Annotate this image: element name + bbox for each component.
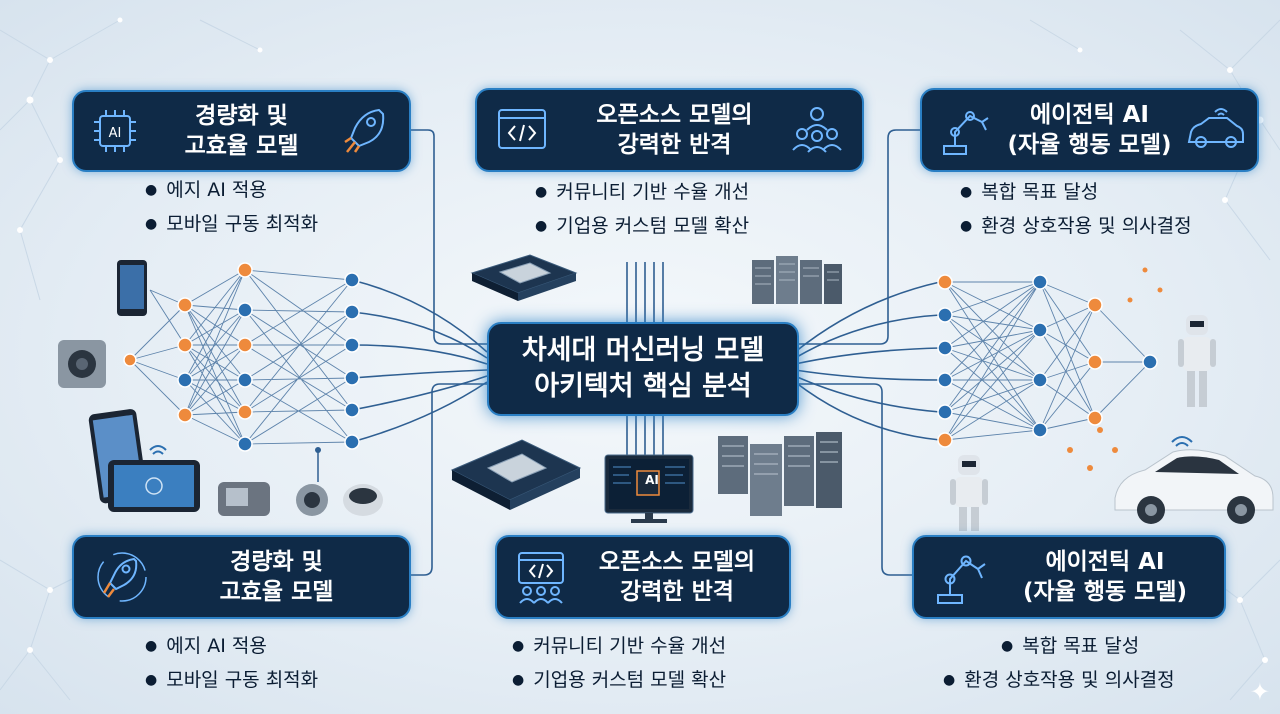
rocket-icon: [344, 108, 385, 153]
card-title-line2: 고효율 모델: [219, 579, 334, 605]
card-open-source-bottom: 오픈소스 모델의 강력한 반격: [495, 535, 791, 619]
connector-lines: [351, 129, 941, 576]
card-title: 경량화 및 고효율 모델: [144, 101, 339, 161]
card-title-line2: 강력한 반격: [620, 579, 734, 605]
card-lightweight-model-bottom: 경량화 및 고효율 모델: [72, 535, 411, 619]
ai-chip-icon: AI: [94, 110, 136, 152]
processor-chip-top: [470, 254, 578, 301]
card-open-source-top: 오픈소스 모델의 강력한 반격: [475, 88, 864, 172]
bullet-item: ●에지 AI 적용: [145, 179, 267, 201]
card-title-line1: 경량화 및: [195, 103, 288, 129]
wifi-signal-left: [149, 445, 167, 455]
wearable-devices: [218, 447, 383, 516]
center-title-line2: 아키텍처 핵심 분석: [534, 371, 752, 402]
card-title-line2: 고효율 모델: [184, 133, 299, 159]
card-title-line1: 에이전틱 AI: [1029, 102, 1149, 128]
code-community-icon: [518, 552, 564, 604]
smartphone-device: [117, 260, 147, 316]
bullets-agentic-top: ●복합 목표 달성 ●환경 상호작용 및 의사결정: [960, 176, 1192, 244]
left-network-nodes: [123, 262, 360, 452]
ai-monitor: [604, 454, 694, 523]
processor-chip-bottom: [450, 439, 582, 510]
bullet-item: ●커뮤니티 기반 수율 개선: [535, 181, 750, 203]
tablet-phone-devices: [88, 409, 200, 512]
right-network-nodes: [937, 274, 1158, 448]
card-agentic-ai-bottom: 에이전틱 AI (자율 행동 모델): [912, 535, 1226, 619]
card-title: 에이전틱 AI (자율 행동 모델): [1000, 547, 1210, 607]
bullet-item: ●복합 목표 달성: [960, 181, 1099, 203]
bullet-item: ●기업용 커스텀 모델 확산: [535, 215, 750, 237]
card-title-line2: (자율 행동 모델): [1007, 132, 1172, 158]
humanoid-robot-bottom: [950, 455, 988, 531]
wifi-signal-right: [1171, 436, 1193, 447]
left-neural-network: [129, 269, 353, 445]
card-lightweight-model-top: AI 경량화 및 고효율 모델: [72, 90, 411, 172]
ai-chip-label: AI: [109, 126, 122, 141]
card-title-line2: 강력한 반격: [617, 132, 732, 158]
card-title-line1: 오픈소스 모델의: [596, 102, 753, 128]
center-title-box: 차세대 머신러닝 모델 아키텍처 핵심 분석: [487, 322, 799, 416]
monitor-ai-label: AI: [645, 473, 659, 487]
bullets-open-source-top: ●커뮤니티 기반 수율 개선 ●기업용 커스텀 모델 확산: [535, 176, 749, 244]
bullet-item: ●에지 AI 적용: [145, 635, 267, 657]
bullet-item: ●환경 상호작용 및 의사결정: [943, 669, 1175, 691]
server-rack-bottom-right: [718, 432, 842, 516]
card-title-line1: 경량화 및: [230, 549, 323, 575]
card-title: 오픈소스 모델의 강력한 반격: [557, 100, 792, 160]
right-neural-network: [944, 281, 1151, 441]
sparkle-icon: ✦: [1249, 678, 1270, 706]
code-window-icon: [498, 109, 546, 149]
card-agentic-ai-top: 에이전틱 AI (자율 행동 모델): [920, 88, 1259, 172]
bullet-item: ●모바일 구동 최적화: [145, 213, 319, 235]
speaker-device: [58, 340, 106, 388]
bullet-item: ●복합 목표 달성: [1001, 635, 1140, 657]
card-title: 경량화 및 고효율 모델: [164, 547, 389, 607]
card-title: 오픈소스 모델의 강력한 반격: [575, 547, 779, 607]
bullets-lightweight-bottom: ●에지 AI 적용 ●모바일 구동 최적화: [145, 630, 318, 698]
center-title-line1: 차세대 머신러닝 모델: [521, 335, 765, 366]
card-title-line2: (자율 행동 모델): [1023, 579, 1187, 605]
autonomous-car: [1114, 449, 1274, 524]
server-rack-top-right: [752, 256, 842, 304]
bullet-item: ●환경 상호작용 및 의사결정: [960, 215, 1192, 237]
humanoid-robot-right: [1178, 315, 1216, 407]
bullets-open-source-bottom: ●커뮤니티 기반 수율 개선 ●기업용 커스텀 모델 확산: [512, 630, 726, 698]
rocket-icon: [97, 552, 147, 602]
community-icon: [792, 107, 842, 153]
bullet-item: ●커뮤니티 기반 수율 개선: [512, 635, 727, 657]
card-title-line1: 오픈소스 모델의: [598, 549, 756, 575]
card-title-line1: 에이전틱 AI: [1045, 549, 1165, 575]
robot-arm-icon: [937, 555, 986, 604]
bullets-agentic-bottom: ●복합 목표 달성 ●환경 상호작용 및 의사결정: [943, 630, 1175, 698]
bullet-item: ●기업용 커스텀 모델 확산: [512, 669, 727, 691]
floating-data-dots: [1067, 267, 1163, 471]
card-title: 에이전틱 AI (자율 행동 모델): [996, 100, 1183, 160]
robot-arm-icon: [943, 111, 989, 155]
bullet-item: ●모바일 구동 최적화: [145, 669, 319, 691]
bullets-lightweight-top: ●에지 AI 적용 ●모바일 구동 최적화: [145, 174, 318, 242]
autonomous-car-icon: [1187, 108, 1244, 148]
